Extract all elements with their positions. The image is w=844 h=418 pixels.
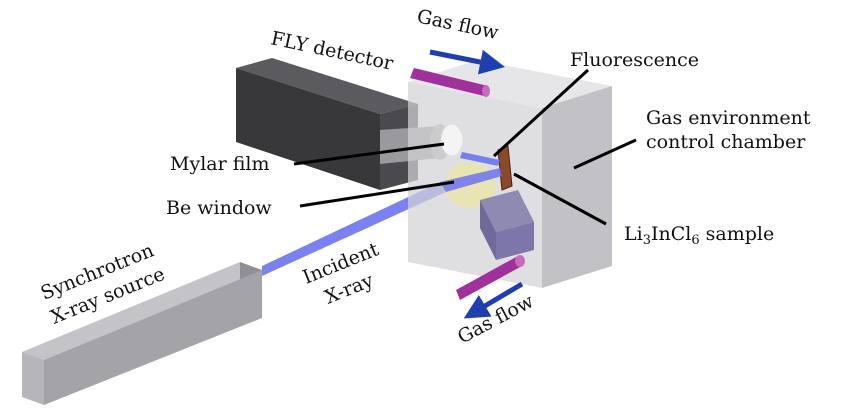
be-window-label: Be window xyxy=(166,197,272,219)
internal-beam xyxy=(440,168,502,192)
gas-inlet-pipe xyxy=(410,68,490,97)
sample-holder xyxy=(480,190,534,260)
leader-chamber xyxy=(573,138,637,170)
incident-xray-beam xyxy=(262,182,446,276)
gas-flow-top-label: Gas flow xyxy=(415,5,501,44)
mylar-film xyxy=(440,123,464,157)
gas-flow-arrow-top xyxy=(429,49,505,75)
gas-flow-arrow-bottom xyxy=(463,281,524,319)
synchrotron-source xyxy=(22,262,262,405)
leader-mylar xyxy=(293,142,445,166)
leader-be-window xyxy=(299,180,455,208)
chamber-label-line2: control chamber xyxy=(646,131,806,153)
fluorescence-label: Fluorescence xyxy=(570,49,699,71)
fluorescence-beam xyxy=(460,152,500,166)
leader-fluorescence xyxy=(492,68,590,158)
mylar-film-label: Mylar film xyxy=(170,153,269,175)
gas-outlet-pipe xyxy=(456,255,525,300)
leader-sample xyxy=(513,172,607,226)
sample-label: Li3InCl6 sample xyxy=(624,223,774,248)
chamber-label-line1: Gas environment xyxy=(646,107,811,129)
